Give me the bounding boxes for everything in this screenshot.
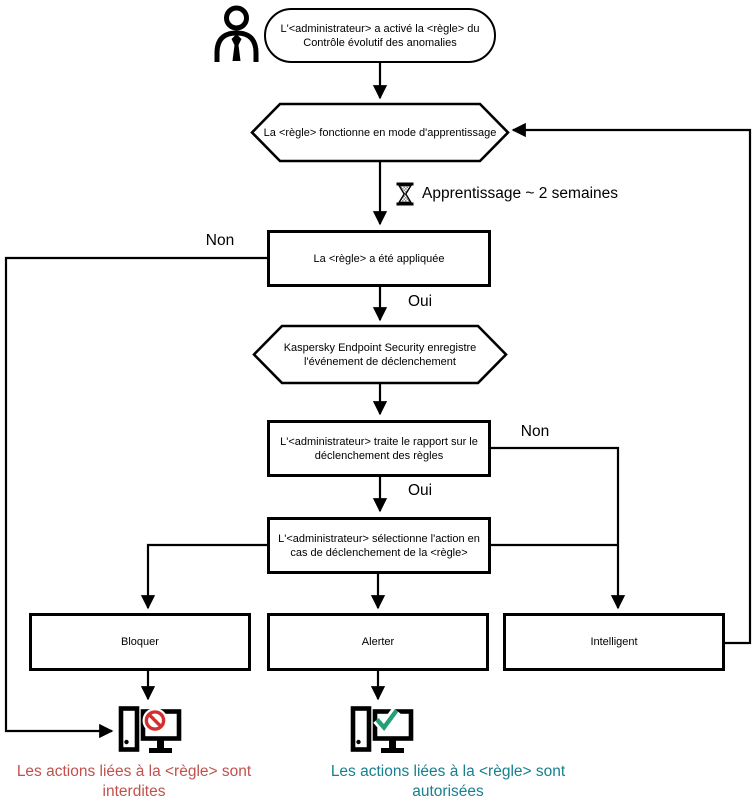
smart-option-node: Intelligent: [503, 613, 725, 671]
smart-option-label: Intelligent: [590, 636, 638, 648]
start-node: L'<administrateur> a activé la <règle> d…: [264, 8, 496, 63]
hourglass-icon: [396, 182, 414, 205]
admin-report-line1: L'<administrateur> traite le rapport sur…: [280, 435, 478, 448]
learning-duration-label: Apprentissage ~ 2 semaines: [422, 184, 619, 202]
caption-allowed-line1: Les actions liées à la <règle> sont: [330, 763, 566, 780]
rule-applied-label: La <règle> a été appliquée: [313, 252, 445, 265]
caption-denied: Les actions liées à la <règle> sont inte…: [6, 762, 262, 801]
caption-denied-line2: interdites: [102, 782, 166, 800]
learning-mode-hexagon: [250, 102, 510, 163]
prohibition-sign-icon: [144, 710, 166, 731]
kes-registers-hexagon: [252, 324, 508, 385]
kes-registers-line2: l'événement de déclenchement: [304, 355, 456, 368]
learning-duration: Apprentissage ~ 2 semaines: [396, 181, 618, 206]
start-node-line1: L'<administrateur> a activé la <règle> d…: [280, 22, 480, 35]
alert-option-node: Alerter: [267, 613, 489, 671]
start-node-line2: Contrôle évolutif des anomalies: [303, 36, 457, 49]
edge-non-to-smart: [491, 446, 626, 610]
edge-smart-feedback-to-learning: [511, 122, 752, 645]
edge-selects-to-block: [140, 543, 267, 610]
caption-allowed-line2: autorisées: [412, 782, 484, 800]
learning-mode-label: La <règle> fonctionne en mode d'apprenti…: [263, 126, 497, 139]
edge-label-non-left: Non: [205, 232, 235, 249]
computer-blocked-icon: [118, 706, 182, 753]
computer-allowed-icon: [350, 706, 414, 753]
edge-label-non-right: Non: [520, 423, 550, 440]
admin-report-node: L'<administrateur> traite le rapport sur…: [267, 420, 491, 477]
admin-selects-node: L'<administrateur> sélectionne l'action …: [267, 517, 491, 574]
edge-label-oui-report: Oui: [407, 482, 433, 499]
block-option-node: Bloquer: [29, 613, 251, 671]
checkmark-icon: [373, 707, 401, 736]
caption-allowed: Les actions liées à la <règle> sont auto…: [320, 762, 576, 801]
edge-label-oui-applied: Oui: [407, 293, 433, 310]
rule-applied-node: La <règle> a été appliquée: [267, 230, 491, 287]
caption-denied-line1: Les actions liées à la <règle> sont: [16, 763, 252, 780]
admin-report-line2: déclenchement des règles: [314, 449, 444, 462]
kes-registers-line1: Kaspersky Endpoint Security enregistre: [283, 341, 477, 354]
kes-registers-label: Kaspersky Endpoint Security enregistre l…: [264, 326, 496, 383]
admin-selects-line2: cas de déclenchement de la <règle>: [290, 546, 468, 559]
edge-non-to-denied-pc: [4, 256, 267, 739]
block-option-label: Bloquer: [121, 636, 159, 648]
admin-selects-line1: L'<administrateur> sélectionne l'action …: [278, 532, 480, 545]
alert-option-label: Alerter: [361, 636, 395, 648]
person-icon: [214, 5, 259, 62]
